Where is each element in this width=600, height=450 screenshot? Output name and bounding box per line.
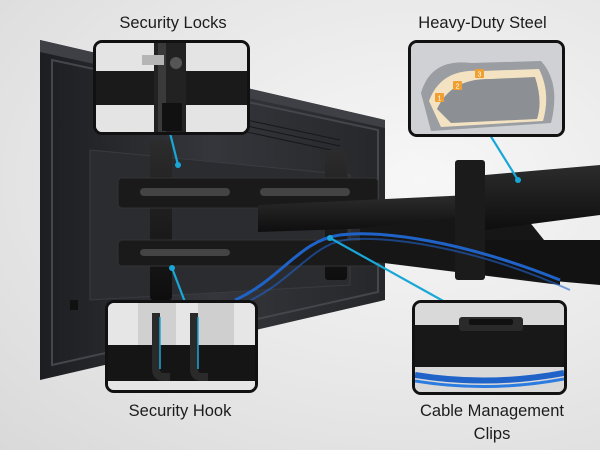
leader-heavy-duty-steel [489, 134, 519, 181]
steel-layer-icon: 1 2 3 [411, 43, 562, 134]
security-hook-label: Security Hook [128, 402, 232, 420]
security-hook-callout [105, 300, 258, 393]
cable-clip-icon [415, 303, 564, 392]
cable-management-label-line1: Cable Management [419, 402, 564, 420]
heavy-duty-steel-callout: 1 2 3 [408, 40, 565, 137]
cable-management-callout [412, 300, 567, 395]
security-locks-callout [93, 40, 250, 135]
leader-cable-clips [329, 237, 446, 303]
svg-text:1: 1 [438, 96, 442, 103]
blue-cable [234, 232, 561, 302]
cable-management-label-line2: Clips [473, 425, 511, 443]
security-locks-label: Security Locks [119, 14, 227, 32]
leader-security-hook [170, 267, 187, 303]
hook-icon [108, 303, 255, 390]
lock-screw-icon [96, 43, 247, 132]
horizontal-bracket [117, 177, 379, 209]
leader-security-locks [168, 132, 180, 166]
svg-text:2: 2 [456, 84, 460, 91]
svg-text:3: 3 [478, 72, 482, 79]
heavy-duty-steel-label: Heavy-Duty Steel [418, 14, 547, 32]
left-vertical-rail [150, 140, 172, 300]
wall-plate [455, 160, 485, 280]
